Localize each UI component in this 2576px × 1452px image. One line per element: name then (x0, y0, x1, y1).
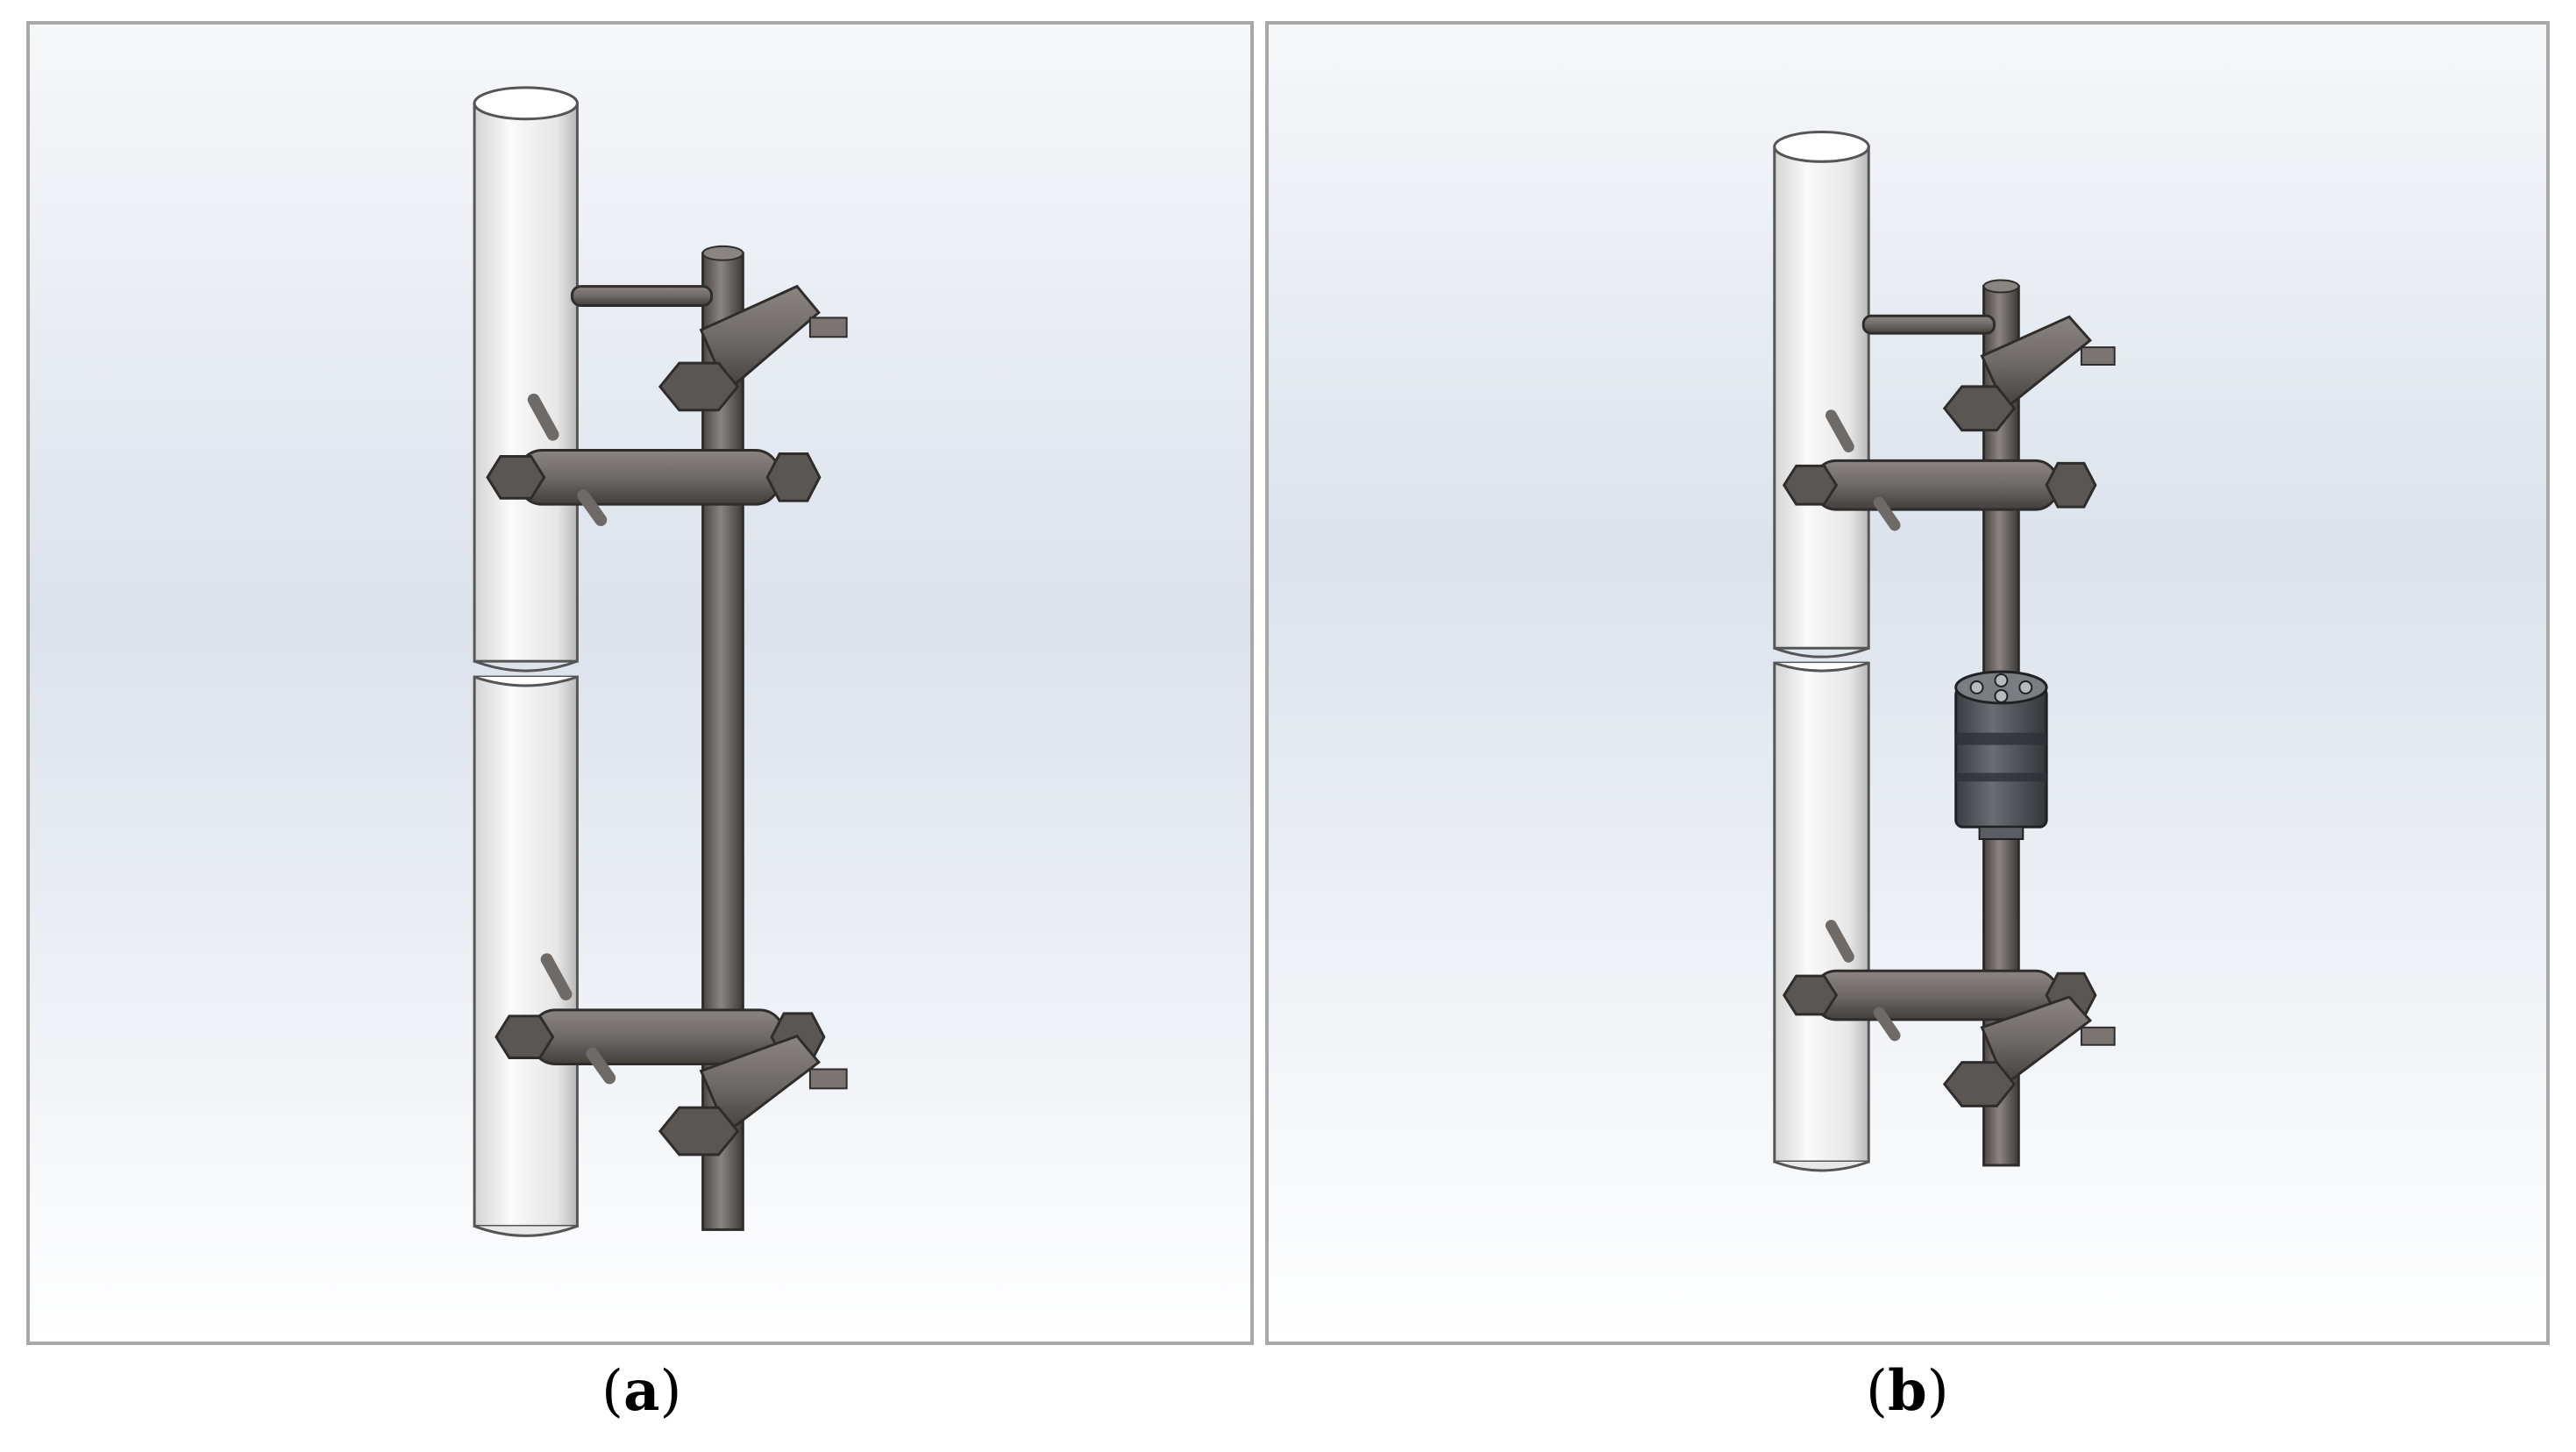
upper-tie-rod-b (1861, 314, 1996, 335)
pipe-upper-a (473, 86, 579, 673)
lower-angled-clamp-a (658, 1034, 848, 1157)
panel-a (26, 21, 1254, 1345)
caption-a-label: a (623, 1358, 660, 1424)
upper-angled-clamp-a (658, 284, 848, 412)
sensor-body-b (1954, 670, 2048, 841)
lower-angled-clamp-b (1942, 995, 2116, 1107)
upper-angled-clamp-b (1942, 315, 2116, 432)
caption-b-label: b (1887, 1358, 1927, 1424)
lower-clamp-bar-a (495, 953, 826, 1085)
pipe-upper-b (1773, 130, 1870, 658)
upper-clamp-bar-a (486, 393, 822, 527)
pipe-lower-b (1773, 661, 1870, 1172)
panel-b (1265, 21, 2550, 1345)
clamp-assembly-illustration-b (1269, 25, 2546, 1342)
caption-b: (b) (1866, 1358, 1949, 1424)
upper-clamp-bar-b (1783, 409, 2097, 531)
lower-clamp-bar-b (1783, 920, 2097, 1042)
clamp-assembly-illustration-a (30, 25, 1250, 1342)
pipe-lower-a (473, 675, 579, 1237)
upper-tie-rod-a (570, 285, 714, 307)
caption-a: (a) (601, 1358, 682, 1424)
